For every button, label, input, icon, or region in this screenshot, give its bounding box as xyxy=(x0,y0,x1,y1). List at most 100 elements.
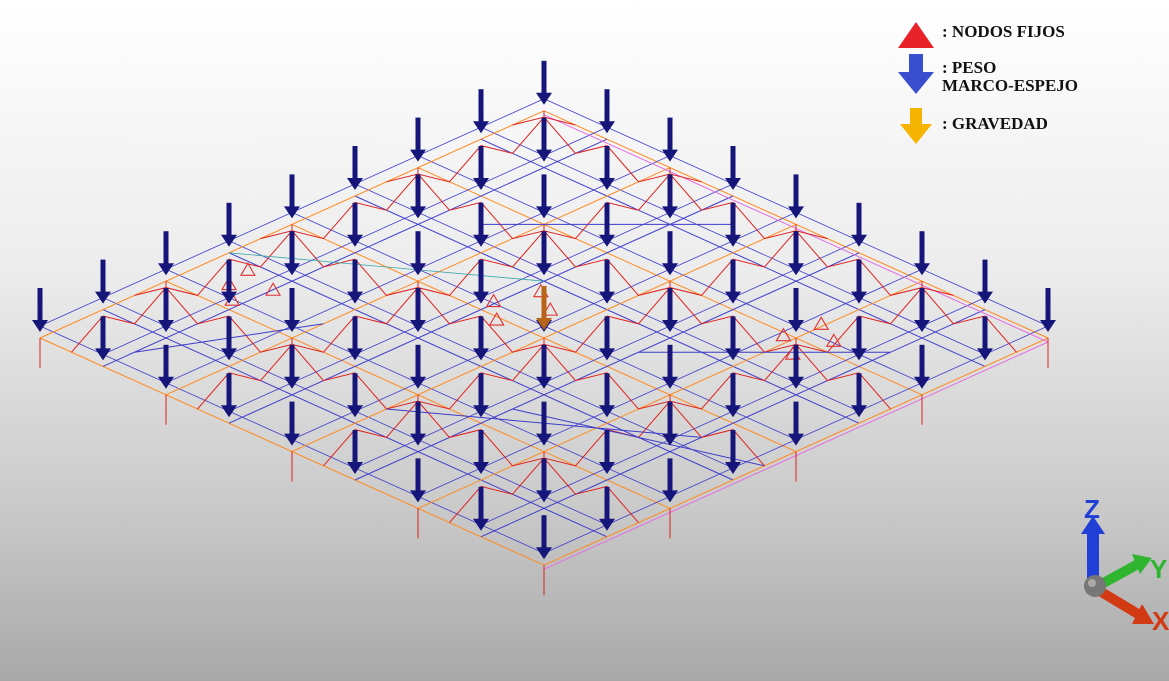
grid-line-u xyxy=(228,195,734,424)
truss-chord-v xyxy=(134,287,639,523)
yellow-down-arrow-icon xyxy=(900,108,932,144)
load-arrow xyxy=(347,202,363,247)
load-arrow xyxy=(725,146,741,190)
axis-label-y: Y xyxy=(1150,554,1168,584)
load-arrow xyxy=(410,288,426,332)
load-arrow xyxy=(851,373,867,418)
load-arrow xyxy=(662,288,678,332)
load-arrow xyxy=(347,373,363,418)
load-arrow xyxy=(662,117,678,162)
red-triangle-icon xyxy=(898,22,934,48)
fixed-node-marker xyxy=(775,327,792,342)
load-arrow xyxy=(410,231,426,276)
truss-chord-v xyxy=(386,173,891,410)
load-arrow xyxy=(788,401,804,446)
load-arrow xyxy=(662,458,678,503)
load-arrow xyxy=(725,259,741,304)
load-arrow xyxy=(158,288,174,332)
load-arrow xyxy=(788,344,804,389)
legend-label-weight-line2: MARCO-ESPEJO xyxy=(942,76,1078,95)
load-arrow xyxy=(725,430,741,474)
load-arrow xyxy=(977,259,993,304)
load-arrow xyxy=(914,344,930,389)
load-arrow xyxy=(32,288,48,332)
truss-chord-u xyxy=(197,173,702,410)
load-arrow xyxy=(410,344,426,389)
load-arrow xyxy=(473,89,489,134)
diagonal-brace xyxy=(228,252,545,282)
load-arrow xyxy=(914,288,930,332)
load-arrow xyxy=(536,401,552,446)
truss-chord-v xyxy=(512,116,1017,353)
load-arrow xyxy=(977,316,993,361)
load-arrow xyxy=(536,117,552,162)
load-arrow xyxy=(347,146,363,190)
axis-triad[interactable]: Z Y X xyxy=(1072,494,1169,638)
load-arrow xyxy=(95,259,111,304)
load-arrow xyxy=(1040,288,1056,332)
load-arrow xyxy=(536,458,552,503)
load-arrow xyxy=(662,344,678,389)
load-arrow xyxy=(221,373,237,418)
load-arrow xyxy=(158,344,174,389)
load-arrow xyxy=(599,486,615,531)
load-arrow xyxy=(473,202,489,247)
load-arrow xyxy=(536,60,552,105)
load-arrow xyxy=(851,316,867,361)
load-arrow xyxy=(599,430,615,474)
frame-structure xyxy=(39,98,1049,596)
fixed-nodes xyxy=(221,262,842,360)
load-arrow xyxy=(662,174,678,219)
load-arrow xyxy=(473,486,489,531)
fixed-node-marker xyxy=(239,262,256,276)
load-arrow xyxy=(95,316,111,361)
load-arrow xyxy=(473,430,489,474)
load-arrow xyxy=(851,202,867,247)
grid-line-u xyxy=(480,309,986,538)
load-arrow xyxy=(410,401,426,446)
truss-chord-u xyxy=(323,230,828,467)
load-arrow xyxy=(221,202,237,247)
legend-label-fixed-nodes: : NODOS FIJOS xyxy=(942,22,1065,41)
load-arrow xyxy=(221,316,237,361)
fixed-node-marker xyxy=(813,316,830,330)
load-arrow xyxy=(284,344,300,389)
load-arrow xyxy=(788,174,804,219)
fixed-node-marker xyxy=(265,282,282,296)
load-arrow xyxy=(851,259,867,304)
load-arrow xyxy=(473,259,489,304)
load-arrow xyxy=(599,373,615,418)
load-arrow xyxy=(725,316,741,361)
load-arrow xyxy=(284,288,300,332)
load-arrows xyxy=(32,60,1056,560)
axis-triad-graphic xyxy=(1081,516,1154,624)
load-arrow xyxy=(662,401,678,446)
grid-line-u xyxy=(102,138,608,367)
axis-label-z: Z xyxy=(1084,494,1100,524)
load-arrow xyxy=(284,174,300,219)
load-arrow xyxy=(662,231,678,276)
axis-label-x: X xyxy=(1152,606,1169,636)
legend-item-gravity: : GRAVEDAD xyxy=(896,108,1166,144)
legend-label-weight-line1: : PESO xyxy=(942,58,997,77)
load-arrow xyxy=(599,89,615,134)
load-arrow xyxy=(536,344,552,389)
load-arrow xyxy=(473,373,489,418)
load-arrow xyxy=(221,259,237,304)
blue-down-arrow-icon xyxy=(898,54,934,94)
gravity-arrow xyxy=(536,286,552,330)
load-arrow xyxy=(284,401,300,446)
load-arrow xyxy=(410,458,426,503)
legend-item-fixed-nodes: : NODOS FIJOS xyxy=(896,16,1166,52)
truss-chord-v xyxy=(260,230,765,467)
load-arrow xyxy=(536,231,552,276)
load-arrow xyxy=(473,316,489,361)
load-arrow xyxy=(725,202,741,247)
load-arrow xyxy=(158,231,174,276)
load-arrow xyxy=(599,146,615,190)
load-arrow xyxy=(788,288,804,332)
load-arrow xyxy=(599,259,615,304)
legend-item-frame-mirror-weight: : PESO MARCO-ESPEJO xyxy=(896,52,1166,108)
fixed-node-marker xyxy=(542,302,559,316)
